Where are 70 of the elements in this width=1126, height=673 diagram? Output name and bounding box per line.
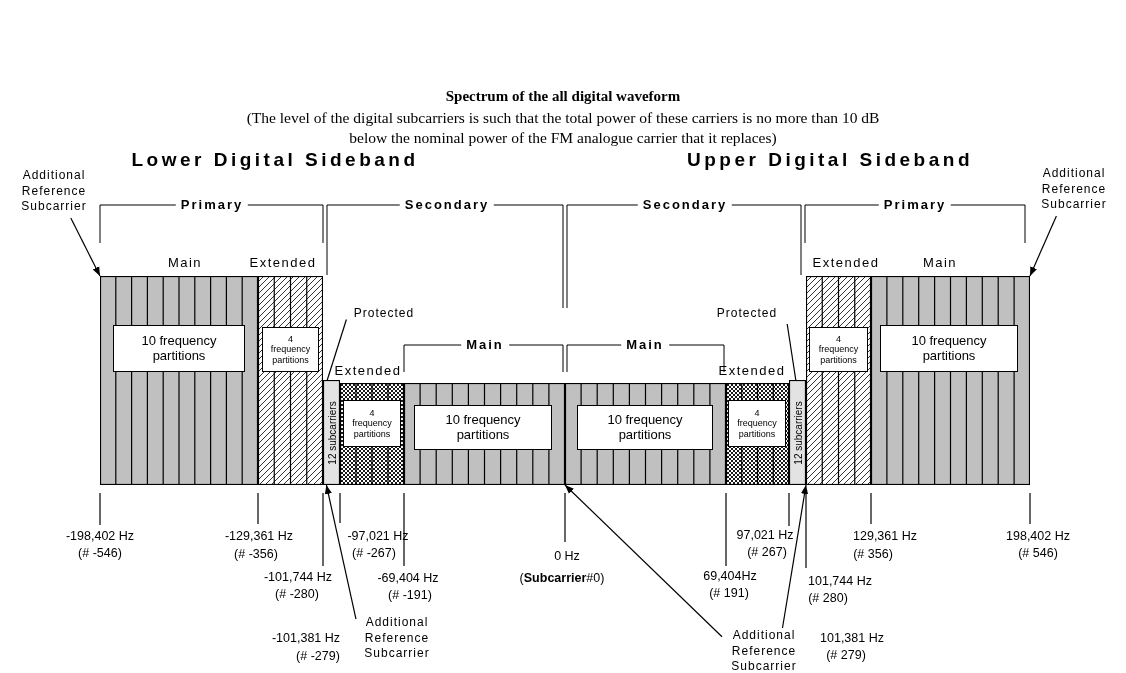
sideband-heading: Upper Digital Sideband xyxy=(687,149,973,171)
bracket-label: Secondary xyxy=(637,197,733,213)
annotation-text: Additional Reference Subcarrier xyxy=(12,168,96,218)
band-text: 12 subcarriers xyxy=(792,400,803,465)
frequency-label: (# -279) xyxy=(296,650,340,664)
band-label: Extended xyxy=(334,363,402,379)
annotation-text: Additional Reference Subcarrier xyxy=(722,628,806,672)
band-label: Main xyxy=(922,255,958,271)
frequency-label: -101,381 Hz xyxy=(271,632,341,646)
band-label: Extended xyxy=(812,255,880,271)
frequency-label: -198,402 Hz xyxy=(65,530,135,544)
band-label: Main xyxy=(167,255,203,271)
frequency-label: 101,381 Hz xyxy=(820,632,884,646)
band-text: 12 subcarriers xyxy=(326,400,337,465)
annotation-text: Protected xyxy=(344,306,424,324)
annotation-text: Additional Reference Subcarrier xyxy=(356,615,438,667)
annotation-text: Additional Reference Subcarrier xyxy=(1030,166,1118,216)
bracket-label: Primary xyxy=(175,197,249,213)
arrow xyxy=(324,484,357,620)
partition-label-box: 10 frequency partitions xyxy=(880,325,1018,372)
frequency-label: (# -546) xyxy=(78,547,122,561)
leader-line xyxy=(786,323,797,381)
frequency-band xyxy=(726,383,789,485)
frequency-label: (Subcarrier#0) xyxy=(519,572,605,586)
frequency-label: (# 191) xyxy=(709,587,749,601)
partition-label-box: 4 frequency partitions xyxy=(262,327,319,372)
caption: (The level of the digital subcarriers is such that the total power of these carriers is no more than 10 dB below the nominal power of the FM analogue carrier that it replaces) xyxy=(245,108,881,148)
frequency-band xyxy=(871,276,1030,485)
frequency-label: 0 Hz xyxy=(554,550,580,564)
frequency-label: (# 280) xyxy=(808,592,848,606)
frequency-label: (# -356) xyxy=(234,548,278,562)
band-label: Extended xyxy=(718,363,786,379)
diagram-title: Spectrum of the all digital waveform xyxy=(444,88,682,105)
frequency-label: (# 279) xyxy=(826,649,866,663)
frequency-label: 97,021 Hz xyxy=(736,529,794,543)
frequency-band xyxy=(806,276,871,485)
partition-label-box: 10 frequency partitions xyxy=(577,405,713,450)
arrow xyxy=(70,217,101,277)
frequency-band xyxy=(100,276,258,485)
partition-label-box: 4 frequency partitions xyxy=(343,400,401,447)
frequency-band xyxy=(340,383,404,485)
frequency-band xyxy=(404,383,565,485)
arrow xyxy=(781,484,809,629)
frequency-label: (# 546) xyxy=(1018,547,1058,561)
frequency-label: (# -191) xyxy=(388,589,432,603)
annotation-text: Protected xyxy=(706,306,788,324)
arrow xyxy=(564,484,723,638)
frequency-label: (# -267) xyxy=(352,547,396,561)
partition-label-box: 10 frequency partitions xyxy=(113,325,245,372)
leader-line xyxy=(326,318,347,381)
frequency-label: 129,361 Hz xyxy=(853,530,917,544)
band-label: Extended xyxy=(249,255,317,271)
frequency-label: 101,744 Hz xyxy=(808,575,872,589)
frequency-band xyxy=(258,276,323,485)
frequency-label: 69,404Hz xyxy=(703,570,757,584)
partition-label-box: 4 frequency partitions xyxy=(728,400,786,447)
frequency-label: (# 267) xyxy=(747,546,787,560)
frequency-label: -69,404 Hz xyxy=(377,572,439,586)
frequency-label: 198,402 Hz xyxy=(1006,530,1070,544)
bracket-label: Primary xyxy=(878,197,952,213)
frequency-label: -101,744 Hz xyxy=(263,571,333,585)
frequency-band xyxy=(565,383,726,485)
partition-label-box: 4 frequency partitions xyxy=(809,327,868,372)
partition-label-box: 10 frequency partitions xyxy=(414,405,552,450)
frequency-label: (# 356) xyxy=(853,548,893,562)
arrow xyxy=(1029,215,1057,277)
frequency-label: (# -280) xyxy=(275,588,319,602)
bracket-label: Secondary xyxy=(399,197,495,213)
sideband-heading: Lower Digital Sideband xyxy=(131,149,419,171)
frequency-label: -129,361 Hz xyxy=(224,530,294,544)
